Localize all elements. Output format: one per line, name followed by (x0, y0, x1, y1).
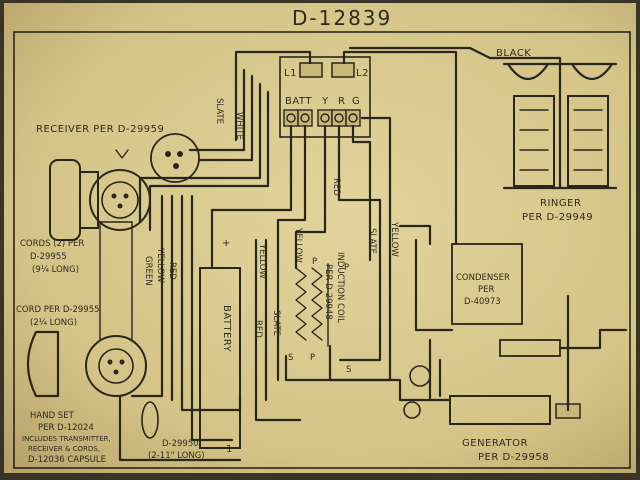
label-y: Y (321, 96, 329, 107)
label-green: GREEN (143, 256, 153, 286)
label-s-2: S (346, 365, 351, 375)
label-l1: L1 (284, 68, 297, 79)
label-white-top: WHITE (234, 112, 244, 140)
label-d29950: D-29950 (162, 439, 199, 449)
label-generator: GENERATOR (462, 438, 528, 449)
label-red-left: RED (167, 262, 177, 280)
label-condenser-ref: D-40973 (464, 297, 501, 307)
label-handset-1: HAND SET (30, 411, 75, 421)
label-yellow-right: YELLOW (389, 221, 399, 257)
label-battery-minus: 1 (226, 444, 233, 455)
label-receiver: RECEIVER PER D-29959 (36, 124, 164, 135)
label-condenser: CONDENSER (456, 273, 510, 283)
terminal-l1 (299, 62, 323, 78)
label-cords-3: (9¼ LONG) (32, 265, 79, 275)
label-cord-1: CORD PER D-29955 (16, 305, 100, 315)
label-slate-right: SLATE (367, 228, 377, 254)
label-batt: BATT (285, 96, 312, 107)
label-cords-1: CORDS (2) PER (20, 239, 84, 249)
label-g: G (352, 96, 360, 107)
label-p-2: P (344, 263, 349, 273)
label-generator-ref: PER D-29958 (478, 452, 549, 463)
label-p-3: P (310, 353, 315, 363)
label-yellow-coil: YELLOW (293, 227, 303, 263)
label-induction-2: PER D-29948 (323, 264, 333, 320)
terminal-screws (283, 109, 361, 127)
condenser-box (451, 243, 523, 325)
label-handset-2: PER D-12024 (38, 423, 94, 433)
label-ringer: RINGER (540, 198, 581, 209)
label-red-mid: RED (331, 178, 341, 196)
label-ringer-ref: PER D-29949 (522, 212, 593, 223)
label-cord-2: (2¼ LONG) (30, 318, 77, 328)
diagram-border (13, 31, 631, 469)
label-r: R (338, 96, 345, 107)
cord-d29950-clip (141, 401, 159, 439)
handset (26, 221, 147, 398)
label-slate-center: SLATE (271, 310, 281, 336)
induction-coil (295, 263, 329, 347)
label-induction-1: INDUCTION COIL (335, 252, 345, 323)
label-battery-plus: + (222, 238, 231, 249)
label-p-1: P (312, 257, 317, 267)
label-black: BLACK (496, 48, 531, 59)
label-condenser-per: PER (478, 285, 494, 295)
label-slate-top: SLATE (214, 98, 224, 124)
ringer (502, 62, 618, 190)
label-battery: BATTERY (221, 305, 232, 353)
label-red-center: RED (253, 320, 263, 338)
wiring (118, 46, 562, 462)
label-yellow-center: YELLOW (257, 243, 267, 279)
terminal-l2 (331, 62, 355, 78)
diagram-title: D-12839 (292, 6, 392, 30)
label-handset-3: INCLUDES TRANSMITTER, (22, 435, 111, 443)
label-cords-2: D-29955 (30, 252, 67, 262)
label-s-1: S (288, 353, 293, 363)
label-l2: L2 (356, 68, 369, 79)
label-handset-5: D-12036 CAPSULE (28, 455, 106, 465)
label-yellow-left: YELLOW (155, 247, 165, 283)
battery-box (199, 267, 241, 449)
label-d29950-length: (2-11" LONG) (148, 451, 205, 461)
label-handset-4: RECEIVER & CORDS, (28, 445, 100, 453)
